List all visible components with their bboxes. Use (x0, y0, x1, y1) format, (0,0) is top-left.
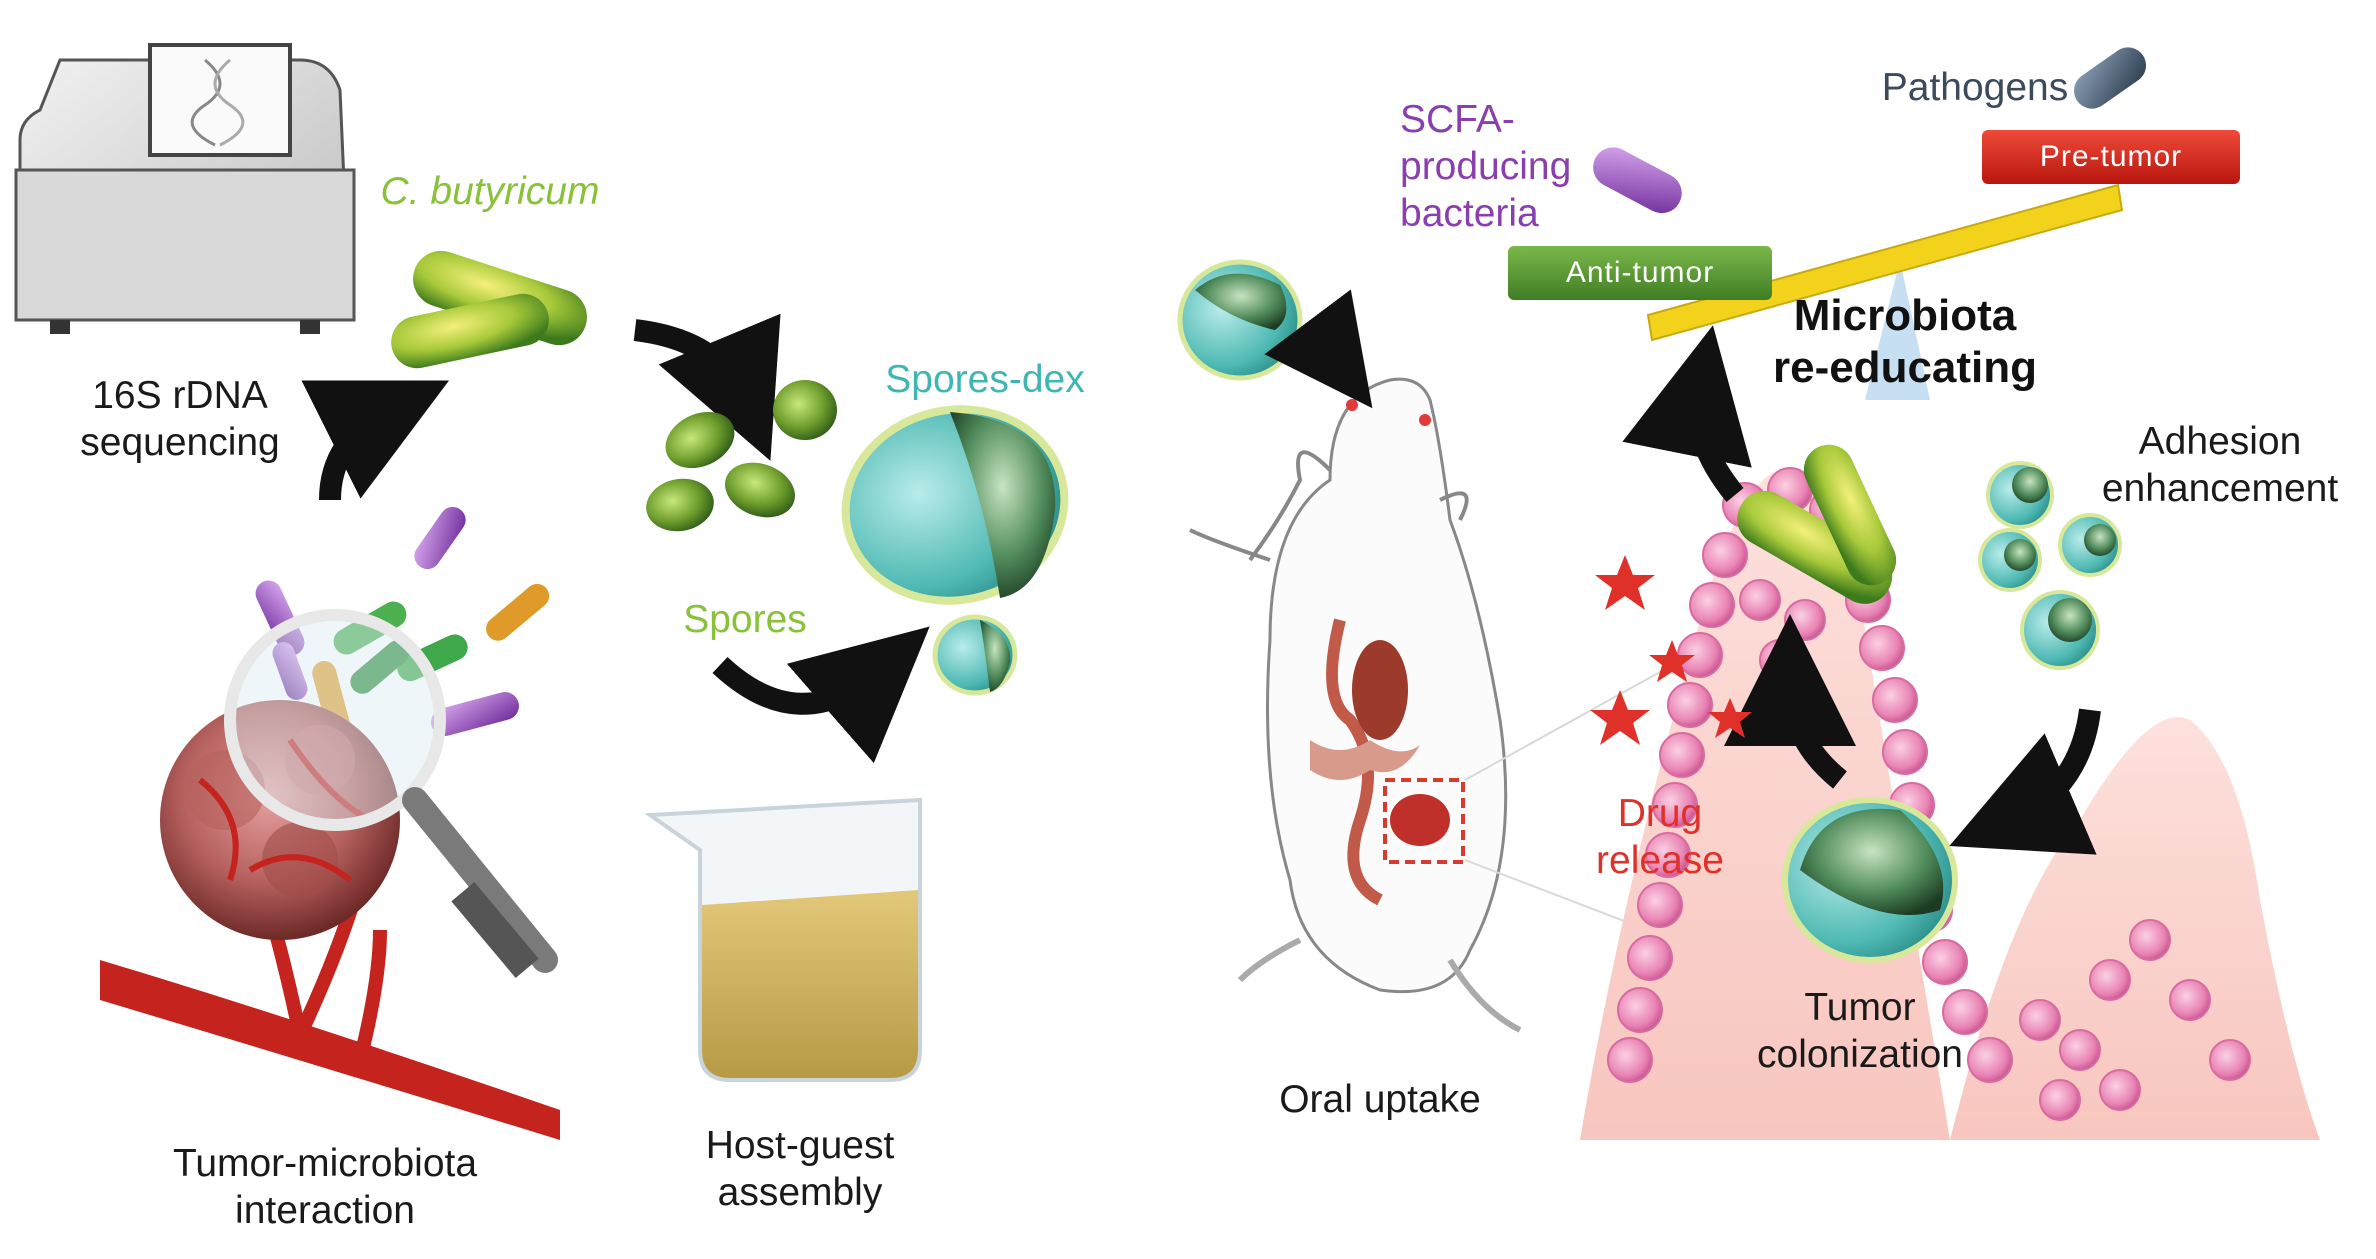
bacterium-label: C. butyricum (380, 170, 600, 213)
colonizing-bacteria-icon (1737, 444, 1897, 604)
cycle-arrow-icon (301, 313, 930, 764)
spores-dex-icon (841, 405, 1069, 696)
mouse-icon (1189, 377, 1831, 1033)
tumor-colonization-label: Tumor colonization (1757, 986, 1963, 1076)
spores-label: Spores (683, 598, 807, 641)
colonizing-spore-icon (1782, 797, 1958, 963)
c-butyricum-icon (391, 250, 587, 369)
drug-release-label: Drug release (1596, 792, 1724, 882)
anti-tumor-label: Anti-tumor (1508, 246, 1772, 300)
sequencer-icon (14, 43, 356, 334)
pre-tumor-label: Pre-tumor (1982, 130, 2240, 184)
tumor-microbiota-label: Tumor-microbiota interaction (172, 1142, 478, 1232)
seesaw-icon (1646, 183, 2124, 400)
oral-uptake-label: Oral uptake (1279, 1078, 1481, 1121)
drug-star-icon (1590, 555, 1752, 745)
beaker-icon (644, 797, 922, 1082)
magnifier-icon (224, 609, 558, 978)
mixed-bacteria-icon (255, 506, 550, 744)
pathogens-label: Pathogens (1881, 66, 2069, 109)
host-guest-label: Host-guest assembly (705, 1124, 895, 1214)
microbiota-label: Microbiota re-educating (1772, 291, 2038, 392)
oral-spore-icon (1177, 259, 1373, 409)
sequencing-label: 16S rDNA sequencing (80, 374, 280, 464)
pathogen-icon (2073, 47, 2147, 109)
spores-dex-label: Spores-dex (885, 358, 1085, 401)
tumor-icon (100, 700, 560, 1140)
scfa-bacterium-icon (1593, 147, 1682, 214)
spore-icon (646, 380, 837, 532)
process-arrow-icon (1622, 325, 2101, 855)
scfa-label: SCFA- producing bacteria (1400, 98, 1572, 235)
adhesion-spores-icon (1978, 461, 2122, 670)
adhesion-label: Adhesion enhancement (2101, 420, 2339, 510)
